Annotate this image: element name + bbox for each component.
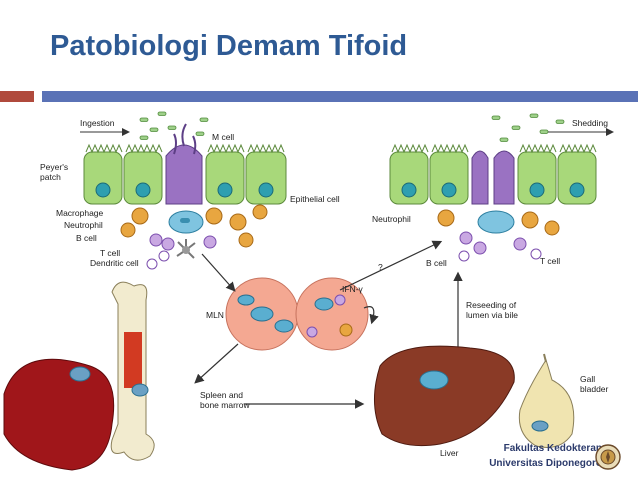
label-neutrophil-left: Neutrophil bbox=[64, 220, 103, 230]
label-question: ? bbox=[378, 262, 383, 272]
label-macrophage: Macrophage bbox=[56, 208, 104, 218]
typhoid-pathobiology-diagram: Ingestion M cell Peyer's patch Epithelia… bbox=[3, 111, 614, 471]
epithelial-cells-right bbox=[389, 143, 597, 205]
label-b-cell-right: B cell bbox=[426, 258, 447, 268]
bacteria-lumen-right bbox=[491, 113, 565, 142]
label-peyers-patch-1: Peyer's bbox=[40, 162, 68, 172]
bacteria-lumen-left bbox=[139, 111, 209, 140]
epithelial-cells-left bbox=[83, 143, 287, 205]
gall-bladder bbox=[518, 353, 575, 448]
label-dendritic-cell: Dendritic cell bbox=[90, 258, 139, 268]
label-reseeding-2: lumen via bile bbox=[466, 310, 518, 320]
label-b-cell-left: B cell bbox=[76, 233, 97, 243]
label-mln: MLN bbox=[206, 310, 224, 320]
infected-cells-right bbox=[471, 150, 515, 205]
university-seal-icon bbox=[595, 444, 621, 470]
m-cell bbox=[165, 123, 203, 205]
pathway-arrows bbox=[194, 240, 463, 409]
footer-institution: Fakultas Kedokteran Universitas Diponego… bbox=[489, 441, 602, 471]
liver bbox=[373, 345, 515, 447]
immune-cells-left bbox=[120, 204, 268, 270]
label-spleen-2: bone marrow bbox=[200, 400, 250, 410]
label-t-cell-left: T cell bbox=[100, 248, 120, 258]
immune-cells-right bbox=[437, 209, 560, 262]
label-t-cell-right: T cell bbox=[540, 256, 560, 266]
label-spleen-1: Spleen and bbox=[200, 390, 243, 400]
footer-line-university: Universitas Diponegoro bbox=[489, 458, 602, 469]
footer-line-faculty: Fakultas Kedokteran bbox=[503, 443, 602, 454]
label-epithelial-cell: Epithelial cell bbox=[290, 194, 340, 204]
label-neutrophil-right: Neutrophil bbox=[372, 214, 411, 224]
label-m-cell: M cell bbox=[212, 132, 234, 142]
title-accent-bar-right bbox=[42, 91, 638, 102]
bone bbox=[110, 281, 155, 461]
label-liver: Liver bbox=[440, 448, 459, 458]
label-gall-2: bladder bbox=[580, 384, 609, 394]
mesenteric-lymph-node bbox=[225, 277, 369, 351]
label-peyers-patch-2: patch bbox=[40, 172, 61, 182]
label-reseeding-1: Reseeding of bbox=[466, 300, 517, 310]
spleen bbox=[3, 358, 115, 471]
label-gall-1: Gall bbox=[580, 374, 595, 384]
label-ingestion: Ingestion bbox=[80, 118, 115, 128]
slide-title: Patobiologi Demam Tifoid bbox=[50, 30, 408, 62]
label-ifn: IFN-γ bbox=[342, 284, 364, 294]
right-epithelium: Shedding Neutrophil B cell T cell bbox=[372, 113, 614, 268]
title-accent-bar-left bbox=[0, 91, 34, 102]
label-shedding: Shedding bbox=[572, 118, 608, 128]
left-epithelium: Ingestion M cell Peyer's patch Epithelia… bbox=[40, 111, 340, 270]
